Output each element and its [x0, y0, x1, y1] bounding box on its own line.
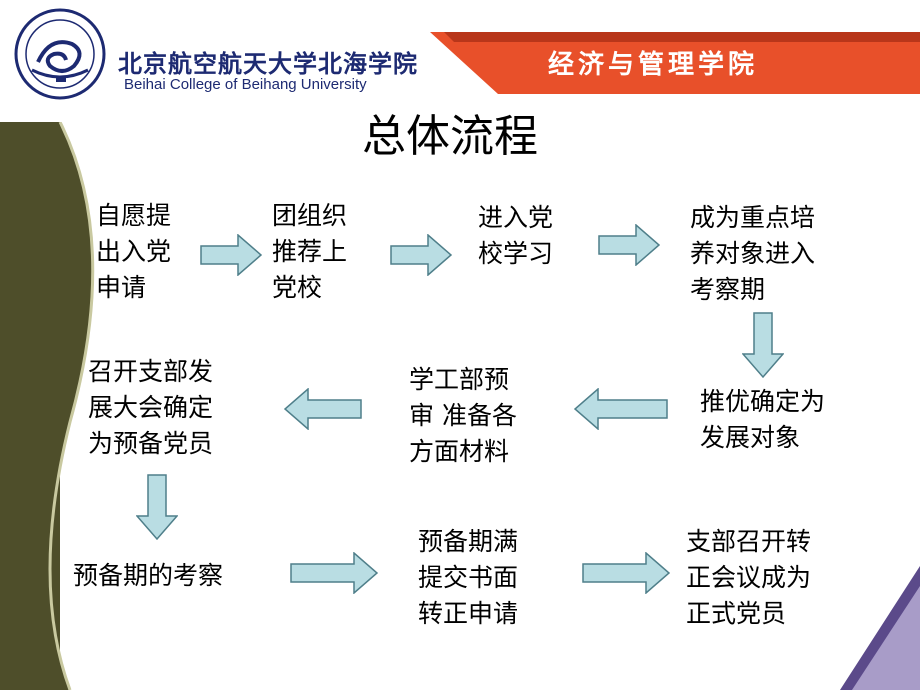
step-9-application: 预备期满 提交书面 转正申请	[418, 527, 519, 628]
corner-decoration	[840, 566, 920, 690]
college-banner	[430, 32, 920, 94]
step-2-recommend: 团组织 推荐上 党校	[272, 201, 348, 302]
sidebar-curve	[30, 122, 95, 690]
step-1-apply: 自愿提 出入党 申请	[96, 201, 172, 302]
arrow-right-2	[390, 234, 452, 276]
step-10-full-member: 支部召开转 正会议成为 正式党员	[686, 527, 812, 628]
arrow-left-1	[574, 388, 668, 430]
arrow-right-4	[290, 552, 378, 594]
step-6-pre-review: 学工部预 审 准备各 方面材料	[409, 365, 517, 466]
arrow-right-5	[582, 552, 670, 594]
step-5-development-target: 推优确定为 发展对象	[700, 387, 826, 452]
step-4-key-training: 成为重点培 养对象进入 考察期	[690, 203, 816, 304]
step-3-party-school: 进入党 校学习	[478, 203, 554, 268]
school-name-en: Beihai College of Beihang University	[124, 76, 367, 93]
college-name: 经济与管理学院	[548, 50, 759, 80]
school-logo	[14, 8, 106, 100]
arrow-down-1	[742, 312, 784, 378]
arrow-right-1	[200, 234, 262, 276]
step-7-branch-meeting: 召开支部发 展大会确定 为预备党员	[88, 357, 214, 458]
arrow-down-2	[136, 474, 178, 540]
page-title: 总体流程	[362, 111, 538, 162]
arrow-right-3	[598, 224, 660, 266]
arrow-left-2	[284, 388, 362, 430]
step-8-probation: 预备期的考察	[73, 561, 224, 590]
school-name-cn: 北京航空航天大学北海学院	[118, 49, 418, 78]
